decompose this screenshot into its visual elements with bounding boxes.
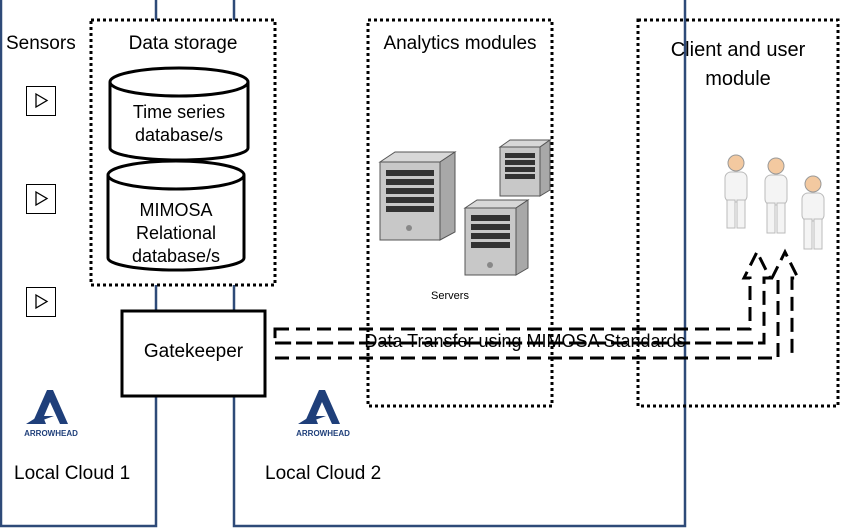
arrowhead-logo-2: ARROWHEAD [292,384,362,444]
arrowhead-text-2: ARROWHEAD [296,429,350,438]
arrowhead-logo-icon [26,390,68,424]
servers-label: Servers [431,290,469,302]
mimosa-db-label: MIMOSA Relational database/s [131,200,221,266]
person-figure-icon-1 [724,154,748,229]
analytics-label: Analytics modules [383,33,537,54]
data-transfer-arrow-2 [275,248,801,360]
sensor-icon-3 [26,287,56,317]
server-icon-small [498,139,552,197]
time-series-cylinder [108,66,250,162]
sensor-icon-2 [26,184,56,214]
sensor-icon-1 [26,86,56,116]
arrowhead-text-1: ARROWHEAD [24,429,78,438]
local-cloud-1-label: Local Cloud 1 [14,463,131,484]
client-box [636,18,840,408]
server-icon-medium [463,199,530,276]
analytics-box [366,18,554,408]
arrowhead-logo-1: ARROWHEAD [20,384,90,444]
person-figure-icon-2 [764,157,788,234]
time-series-label: Time series database/s [132,102,226,145]
local-cloud-2-container [232,0,687,528]
gatekeeper-box [120,309,267,398]
mimosa-cylinder [106,159,246,272]
arrowhead-logo-icon [298,390,340,424]
data-transfer-label: Data Transfer using MIMOSA Standards [364,331,686,351]
local-cloud-2-label: Local Cloud 2 [265,463,382,484]
client-label: Client and user module [670,39,806,90]
gatekeeper-label: Gatekeeper [143,341,244,362]
sensors-label: Sensors [6,33,76,54]
data-storage-label: Data storage [128,33,238,54]
person-figure-icon-3 [801,175,825,250]
server-icon-large [378,151,457,241]
